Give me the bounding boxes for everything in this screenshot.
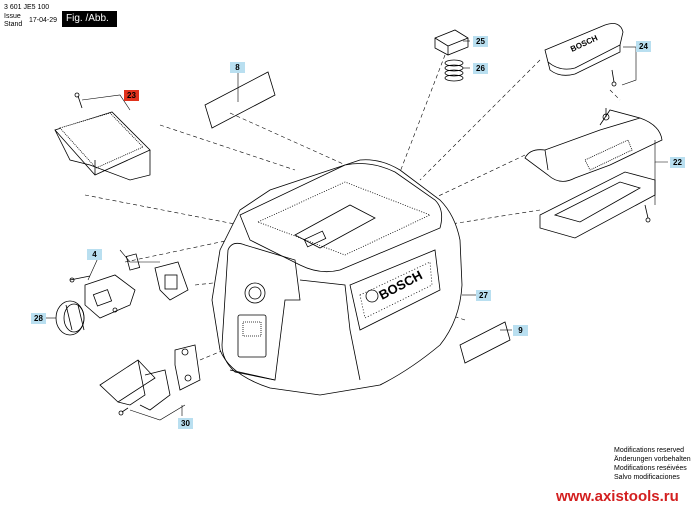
callout-23: 23 xyxy=(124,90,139,101)
note-es: Salvo modificaciones xyxy=(614,474,680,481)
issue-date: 17-04-29 xyxy=(29,17,58,24)
part-23-foot-pad xyxy=(54,92,151,181)
note-fr: Modifications reséivées xyxy=(614,465,687,472)
part-28-knob xyxy=(55,300,85,336)
part-22-handle-assembly xyxy=(524,108,663,239)
stand-label: Stand xyxy=(4,21,23,28)
part-number: 3 601 JE5 100 xyxy=(4,4,50,11)
callout-8: 8 xyxy=(230,62,245,73)
part-4-switch-assembly xyxy=(69,249,189,319)
callout-28: 28 xyxy=(31,313,46,324)
figure-title: Fig. /Abb. 1 xyxy=(62,11,117,40)
callout-26: 26 xyxy=(473,63,488,74)
part-8-label-sheet xyxy=(204,71,276,129)
part-9-label-sheet xyxy=(459,321,511,364)
part-25-button xyxy=(434,29,469,56)
callout-25: 25 xyxy=(473,36,488,47)
callout-30: 30 xyxy=(178,418,193,429)
part-24-handle-cover: BOSCH xyxy=(544,23,624,87)
website-link[interactable]: www.axistools.ru xyxy=(556,488,679,505)
part-30-latch-assembly xyxy=(99,344,201,421)
note-en: Modifications reserved xyxy=(614,447,685,454)
callout-4: 4 xyxy=(87,249,102,260)
callout-24: 24 xyxy=(636,41,651,52)
callout-9: 9 xyxy=(513,325,528,336)
callout-27: 27 xyxy=(476,290,491,301)
note-de: Änderungen vorbehalten xyxy=(614,456,691,463)
part-26-spring xyxy=(444,59,464,82)
callout-22: 22 xyxy=(670,157,685,168)
issue-label: Issue xyxy=(4,13,21,20)
main-housing: BOSCH xyxy=(211,159,463,396)
